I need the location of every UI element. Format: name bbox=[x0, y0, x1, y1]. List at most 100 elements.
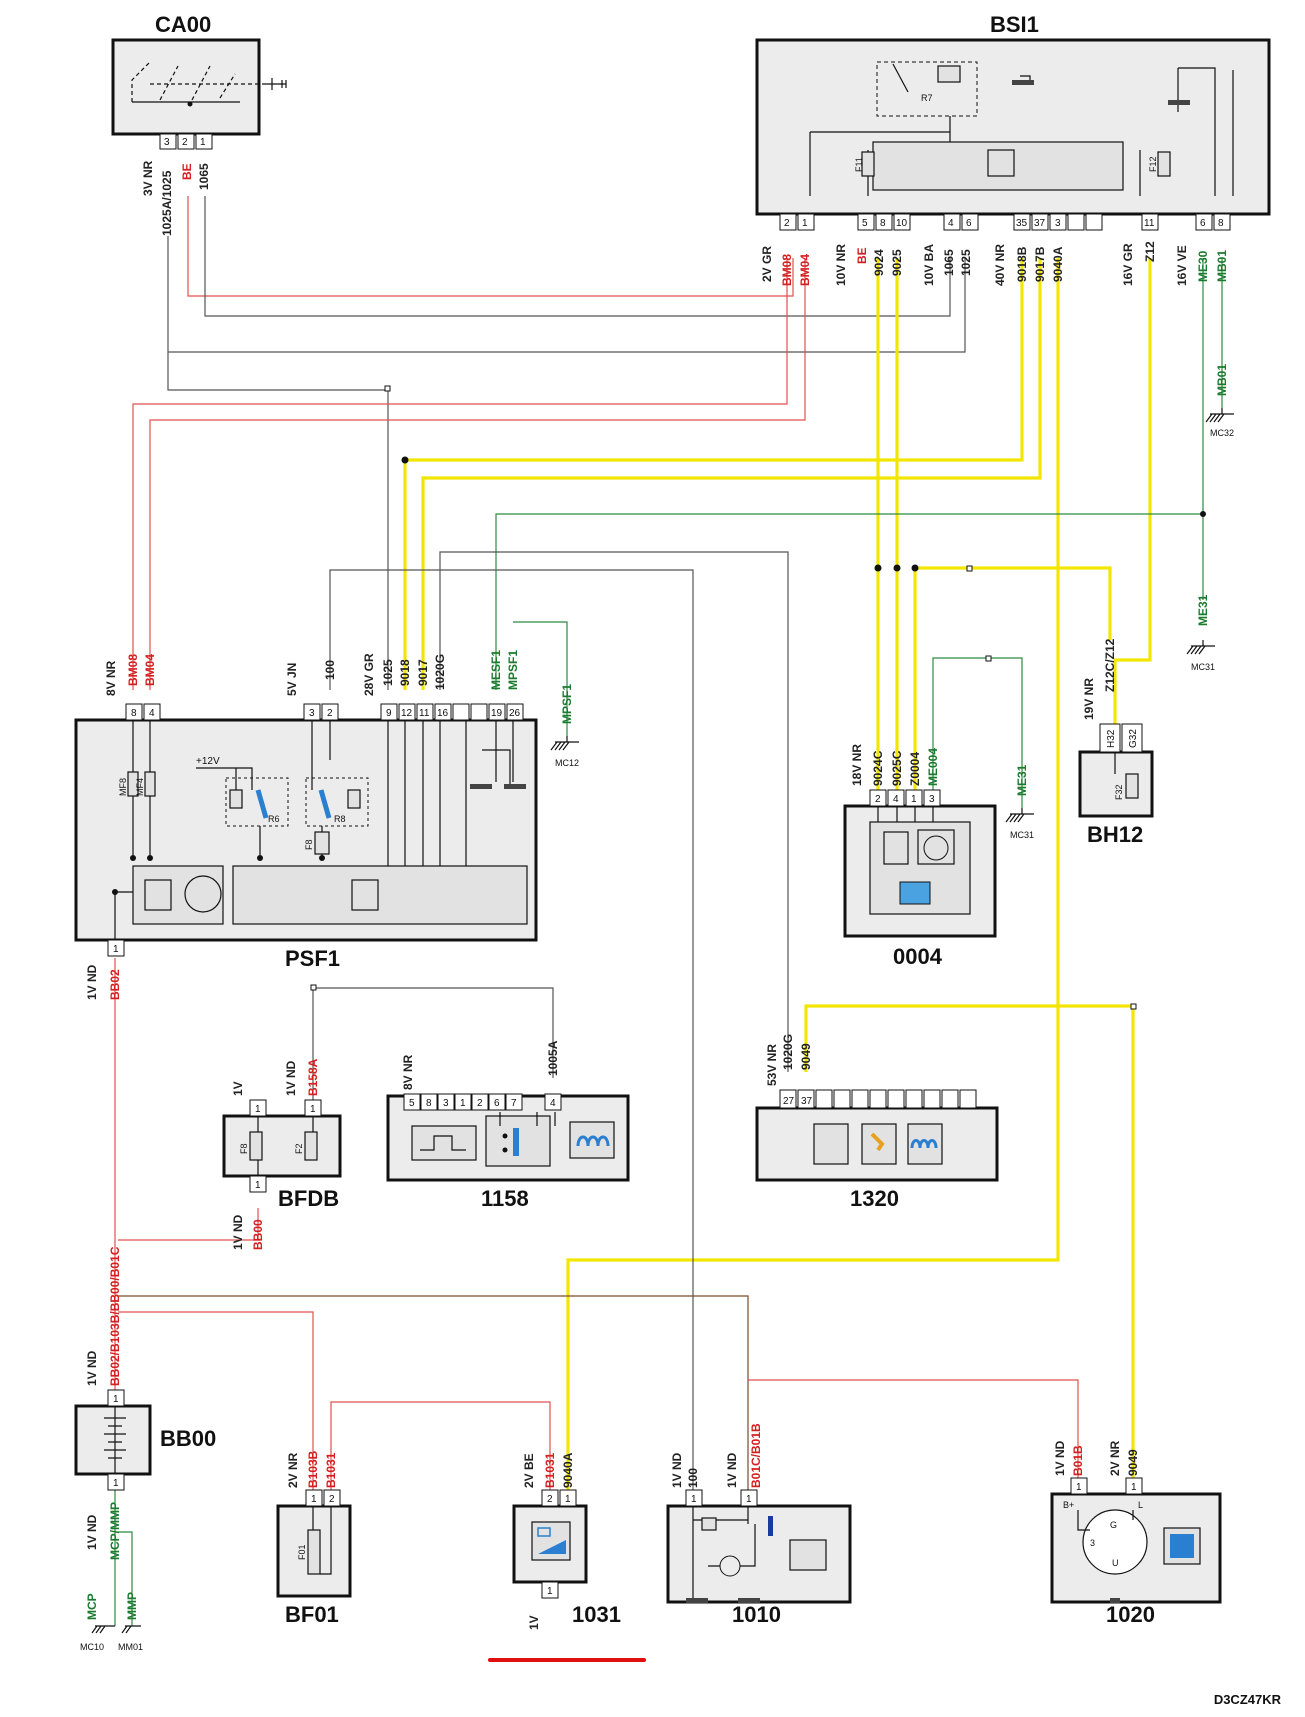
psf1-connector-5vjn: 5V JN bbox=[285, 663, 299, 696]
component-bf01: BF01 F01 bbox=[276, 1489, 352, 1627]
wire-label-bsi-9040a: 9040A bbox=[1051, 246, 1065, 282]
bfdb-connector-1vnd: 1V ND bbox=[284, 1060, 298, 1096]
c1020-pin-1a: 1 bbox=[1076, 1482, 1082, 1493]
wire-label-bsi-9018b: 9018B bbox=[1015, 246, 1029, 282]
wire-label-c1320-9049: 9049 bbox=[799, 1043, 813, 1070]
wire-brown-main bbox=[118, 1295, 749, 1490]
wire-label-psf-100: 100 bbox=[323, 660, 337, 680]
wire-label-mpsf1: MPSF1 bbox=[560, 684, 574, 724]
bb00-pins bbox=[107, 1389, 125, 1491]
wire-9040a bbox=[566, 258, 1060, 1490]
c1158-connector: 8V NR bbox=[401, 1054, 415, 1090]
psf1-pin-1: 1 bbox=[113, 944, 119, 955]
bf01-connector: 2V NR bbox=[286, 1452, 300, 1488]
wire-label-c1020-b01b: B01B bbox=[1071, 1445, 1085, 1476]
bb00-pin-bot: 1 bbox=[113, 1478, 119, 1489]
psf1-plus12v: +12V bbox=[196, 756, 220, 767]
ca00-connector: 3V NR bbox=[141, 160, 155, 196]
ground-mc12: MC12 bbox=[550, 736, 579, 768]
component-bsi1: BSI1 R7 F11 F12 bbox=[755, 12, 1271, 231]
c1010-pin-1a: 1 bbox=[691, 1494, 697, 1505]
psf1-title: PSF1 bbox=[285, 946, 340, 971]
c0004-connector: 18V NR bbox=[850, 744, 864, 786]
wire-label-c1010-100: 100 bbox=[686, 1468, 700, 1488]
c1158-pin-5: 5 bbox=[409, 1098, 415, 1109]
c1010-title: 1010 bbox=[732, 1602, 781, 1627]
bfdb-pin-top-1: 1 bbox=[255, 1104, 261, 1115]
wire-label-psf-9018: 9018 bbox=[398, 659, 412, 686]
wire-1025-psf bbox=[167, 352, 389, 690]
wire-9049 bbox=[804, 1004, 1135, 1478]
wire-ca00-be bbox=[187, 196, 794, 297]
c1020-3: 3 bbox=[1090, 1538, 1095, 1548]
ground-mm01: MM01 bbox=[118, 1625, 143, 1652]
bsi1-connector-2vgr: 2V GR bbox=[760, 246, 774, 282]
bsi1-pin-11: 11 bbox=[1144, 218, 1155, 229]
wire-9017 bbox=[421, 258, 1042, 690]
wire-b158a bbox=[312, 987, 554, 1100]
bh12-title: BH12 bbox=[1087, 822, 1143, 847]
c1031-connector-bot: 1V bbox=[527, 1615, 541, 1630]
bsi1-connector-40vnr: 40V NR bbox=[993, 244, 1007, 286]
c1158-pin-8: 8 bbox=[426, 1098, 432, 1109]
c1031-pin-bot: 1 bbox=[547, 1586, 553, 1597]
ca00-pin-1: 1 bbox=[200, 137, 206, 148]
bsi1-pin-6b: 6 bbox=[1200, 218, 1206, 229]
psf1-pin-9: 9 bbox=[386, 708, 392, 719]
wire-mpsf1 bbox=[513, 621, 568, 736]
wire-label-bsi-be: BE bbox=[855, 247, 869, 264]
ground-label-mc32: MC32 bbox=[1210, 428, 1234, 438]
bsi1-pin-37: 37 bbox=[1034, 218, 1046, 229]
c1031-connector-top: 2V BE bbox=[522, 1453, 536, 1488]
c0004-pins bbox=[869, 789, 941, 807]
psf1-pin-4: 4 bbox=[149, 708, 155, 719]
c1031-title: 1031 bbox=[572, 1602, 621, 1627]
bsi1-pin-4: 4 bbox=[948, 218, 954, 229]
wire-1020g bbox=[439, 551, 789, 1072]
psf1-f8: F8 bbox=[304, 839, 314, 850]
psf1-pin-2: 2 bbox=[327, 708, 333, 719]
c1320-pin-37: 37 bbox=[801, 1096, 813, 1107]
c1158-pin-6: 6 bbox=[494, 1098, 500, 1109]
bf01-title: BF01 bbox=[285, 1602, 339, 1627]
component-ca00: CA00 bbox=[111, 12, 287, 150]
wire-label-psf-bm08: BM08 bbox=[126, 654, 140, 686]
c0004-pin-1: 1 bbox=[911, 794, 917, 805]
ground-mc10: MC10 bbox=[80, 1625, 115, 1652]
component-1320: 1320 bbox=[755, 1089, 999, 1211]
wire-label-psf-bm04: BM04 bbox=[143, 654, 157, 686]
c1031-pin-1: 1 bbox=[565, 1494, 571, 1505]
psf1-connector-1vnd: 1V ND bbox=[85, 964, 99, 1000]
c1158-pin-4: 4 bbox=[550, 1098, 556, 1109]
component-psf1: PSF1 MF8 MF4 +12V R6 R8 F8 bbox=[74, 703, 538, 971]
wire-label-bf01-b103b: B103B bbox=[306, 1450, 320, 1488]
c1020-u: U bbox=[1112, 1558, 1119, 1568]
c1158-pin-7: 7 bbox=[511, 1098, 517, 1109]
wire-mmp bbox=[115, 1531, 133, 1626]
bsi1-title: BSI1 bbox=[990, 12, 1039, 37]
wire-label-bsi-1065: 1065 bbox=[942, 249, 956, 276]
c1020-l: L bbox=[1138, 1500, 1143, 1510]
wire-label-bsi-z12: Z12 bbox=[1143, 241, 1157, 262]
ground-label-mc12: MC12 bbox=[555, 758, 579, 768]
bfdb-connector-bot: 1V ND bbox=[231, 1214, 245, 1250]
bf01-pins bbox=[305, 1489, 341, 1507]
wire-label-bsi-9025: 9025 bbox=[890, 249, 904, 276]
wire-label-bfdb-bb00: BB00 bbox=[251, 1219, 265, 1250]
wire-label-bsi-mb01: MB01 bbox=[1215, 250, 1229, 282]
wire-bm04 bbox=[149, 258, 806, 690]
wire-bm08 bbox=[132, 258, 788, 690]
wire-label-psf-9017: 9017 bbox=[416, 659, 430, 686]
c1020-pins bbox=[1070, 1477, 1143, 1495]
bsi1-f11: F11 bbox=[854, 157, 864, 172]
wire-label-bsi-bm04: BM04 bbox=[798, 254, 812, 286]
c1020-title: 1020 bbox=[1106, 1602, 1155, 1627]
c1010-connector-b: 1V ND bbox=[725, 1452, 739, 1488]
wire-label-bsi-me30: ME30 bbox=[1196, 250, 1210, 282]
wire-9018 bbox=[403, 258, 1024, 690]
bsi1-r7: R7 bbox=[921, 93, 933, 103]
psf1-mf8: MF8 bbox=[118, 778, 128, 796]
ca00-pin-3: 3 bbox=[164, 137, 170, 148]
wire-label-me31-a: ME31 bbox=[1196, 594, 1210, 626]
bsi1-connector-10vba: 10V BA bbox=[922, 244, 936, 286]
